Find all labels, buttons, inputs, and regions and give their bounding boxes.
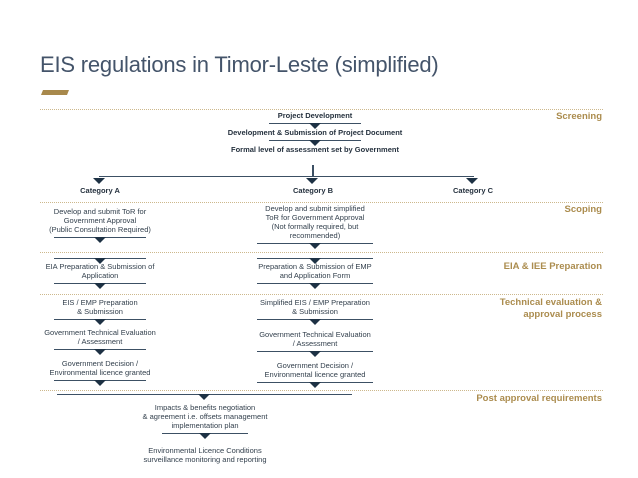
- branch-connector-stem: [312, 165, 314, 176]
- flow-step: Development & Submission of Project Docu…: [227, 128, 403, 146]
- down-arrow-icon: [268, 140, 361, 146]
- category-a-step: EIA Preparation & Submission of Applicat…: [25, 255, 175, 289]
- stage-separator: [40, 202, 603, 203]
- step-label: Preparation & Submission of EMP and Appl…: [258, 262, 372, 280]
- category-b-step: Government Technical Evaluation / Assess…: [229, 330, 401, 357]
- down-arrow-icon: [54, 349, 146, 355]
- stage-separator: [40, 294, 603, 295]
- category-b-step: Preparation & Submission of EMP and Appl…: [229, 255, 401, 289]
- step-label: Development & Submission of Project Docu…: [227, 128, 403, 137]
- down-arrow-icon: [306, 178, 318, 184]
- slide-title: EIS regulations in Timor-Leste (simplifi…: [40, 52, 439, 77]
- step-label: EIA Preparation & Submission of Applicat…: [45, 262, 155, 280]
- down-arrow-icon: [162, 433, 248, 439]
- merge-connector-line: [57, 394, 352, 400]
- stage-label-technical-evaluation: Technical evaluation & approval process: [499, 297, 602, 320]
- post-approval-step: Impacts & benefits negotiation & agreeme…: [105, 403, 305, 439]
- stage-separator: [40, 109, 603, 110]
- stage-label-scoping: Scoping: [564, 204, 602, 215]
- category-a-step: Government Technical Evaluation / Assess…: [25, 328, 175, 355]
- down-arrow-icon: [54, 237, 146, 243]
- down-arrow-icon: [93, 178, 105, 184]
- stage-separator: [40, 252, 603, 253]
- down-arrow-icon: [466, 178, 478, 184]
- step-label: Government Technical Evaluation / Assess…: [44, 328, 156, 346]
- category-c-label: Category C: [452, 186, 493, 195]
- down-arrow-icon: [54, 380, 146, 386]
- category-b-step: Simplified EIS / EMP Preparation & Submi…: [229, 298, 401, 325]
- stage-separator: [40, 390, 603, 391]
- branch-connector-line: [99, 176, 474, 177]
- step-label: Government Decision / Environmental lice…: [49, 359, 151, 377]
- post-approval-step: Environmental Licence Conditions surveil…: [105, 446, 305, 464]
- stage-label-post-approval: Post approval requirements: [476, 393, 602, 404]
- step-label: EIS / EMP Preparation & Submission: [62, 298, 138, 316]
- down-arrow-icon: [257, 243, 373, 249]
- down-arrow-icon: [257, 258, 373, 264]
- down-arrow-icon: [198, 394, 210, 400]
- category-a-step: Develop and submit ToR for Government Ap…: [25, 207, 175, 243]
- category-a-step: Government Decision / Environmental lice…: [25, 359, 175, 386]
- stage-label-screening: Screening: [556, 111, 602, 122]
- down-arrow-icon: [54, 258, 146, 264]
- down-arrow-icon: [54, 283, 146, 289]
- down-arrow-icon: [257, 351, 373, 357]
- step-label: Develop and submit ToR for Government Ap…: [49, 207, 151, 234]
- category-b-label: Category B: [292, 186, 333, 195]
- screening-flow: Project Development Development & Submis…: [205, 111, 425, 154]
- step-label: Develop and submit simplified ToR for Go…: [265, 204, 365, 240]
- category-b-step: Government Decision / Environmental lice…: [229, 361, 401, 388]
- stage-label-eia-iee-preparation: EIA & IEE Preparation: [503, 261, 602, 272]
- category-a-label: Category A: [80, 186, 120, 195]
- step-label: Government Technical Evaluation / Assess…: [259, 330, 371, 348]
- step-label: Environmental Licence Conditions surveil…: [143, 446, 267, 464]
- down-arrow-icon: [257, 319, 373, 325]
- flow-step: Formal level of assessment set by Govern…: [231, 145, 399, 154]
- step-label: Formal level of assessment set by Govern…: [231, 145, 399, 154]
- down-arrow-icon: [257, 283, 373, 289]
- step-label: Government Decision / Environmental lice…: [264, 361, 366, 379]
- category-a-step: EIS / EMP Preparation & Submission: [25, 298, 175, 325]
- down-arrow-icon: [257, 382, 373, 388]
- flow-step: Project Development: [269, 111, 361, 129]
- category-b-step: Develop and submit simplified ToR for Go…: [229, 204, 401, 249]
- title-accent-bar: [40, 90, 70, 95]
- step-label: Impacts & benefits negotiation & agreeme…: [142, 403, 268, 430]
- down-arrow-icon: [269, 123, 361, 129]
- step-label: Simplified EIS / EMP Preparation & Submi…: [260, 298, 370, 316]
- down-arrow-icon: [54, 319, 146, 325]
- step-label: Project Development: [277, 111, 353, 120]
